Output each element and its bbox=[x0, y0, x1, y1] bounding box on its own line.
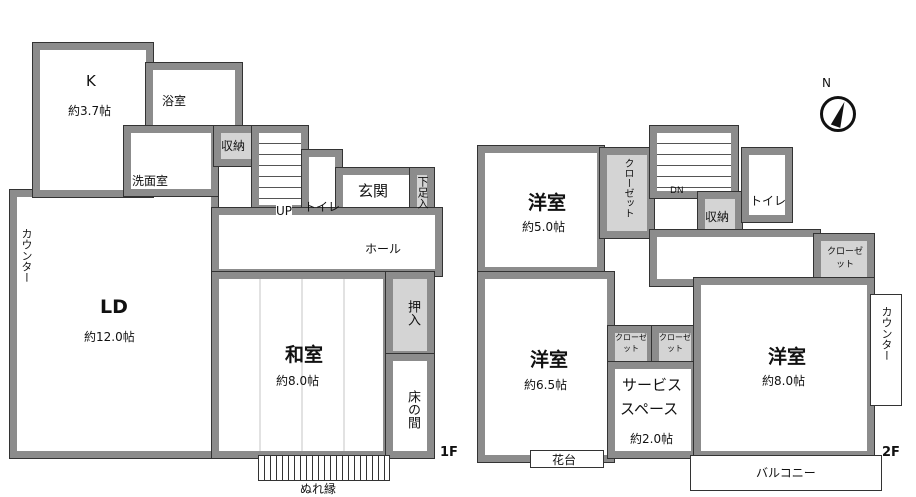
washitsu-area: 約8.0帖 bbox=[276, 374, 320, 388]
washitsu-label: 和室 bbox=[285, 344, 324, 366]
closet-a-label: クローゼット bbox=[622, 158, 633, 218]
flower-stand-label: 花台 bbox=[552, 453, 577, 467]
counter-2f bbox=[870, 294, 902, 406]
floor-1-label: 1F bbox=[440, 445, 458, 460]
service-space-area: 約2.0帖 bbox=[630, 432, 674, 446]
kitchen-label: K bbox=[86, 72, 96, 90]
ld-area: 約12.0帖 bbox=[84, 330, 135, 344]
kitchen-area: 約3.7帖 bbox=[68, 104, 112, 118]
storage-label: 収納 bbox=[221, 139, 246, 153]
veranda-label: ぬれ縁 bbox=[300, 482, 337, 496]
storage-2f-label: 収納 bbox=[705, 210, 730, 224]
service-space-label-1: サービス bbox=[622, 376, 683, 394]
room-b-label: 洋室 bbox=[530, 349, 569, 371]
tokonoma-label: 床の間 bbox=[405, 390, 420, 429]
room-c-label: 洋室 bbox=[768, 346, 807, 368]
hall-label: ホール bbox=[365, 242, 402, 256]
counter-label: カウンター bbox=[20, 228, 33, 283]
stairs-up-label: UP bbox=[276, 204, 293, 218]
service-space bbox=[607, 361, 699, 459]
shoe-storage-label: 下足入 bbox=[416, 176, 429, 209]
room-a-label: 洋室 bbox=[528, 192, 567, 214]
closet-c-label: クローゼット bbox=[615, 333, 647, 353]
washroom-label: 洗面室 bbox=[132, 174, 169, 188]
stairs-dn-label: DN bbox=[670, 186, 684, 196]
compass bbox=[820, 96, 856, 132]
stairs-2f bbox=[649, 125, 739, 199]
oshiire-label: 押入 bbox=[405, 300, 420, 326]
compass-north-label: N bbox=[822, 76, 831, 90]
bath-label: 浴室 bbox=[162, 94, 187, 108]
compass-needle-icon bbox=[830, 100, 850, 128]
veranda bbox=[258, 455, 390, 481]
balcony bbox=[690, 455, 882, 491]
floor-2-label: 2F bbox=[882, 445, 900, 460]
entrance-label: 玄関 bbox=[358, 182, 389, 200]
service-space-label-2: スペース bbox=[620, 400, 679, 418]
hall bbox=[211, 207, 443, 277]
stairs-1f bbox=[251, 125, 309, 213]
closet-c bbox=[607, 325, 655, 369]
toilet-2f-label: トイレ bbox=[750, 194, 787, 208]
closet-d-label: クローゼット bbox=[659, 333, 691, 353]
ld-label: LD bbox=[100, 296, 128, 318]
toilet-2f bbox=[741, 147, 793, 223]
balcony-label: バルコニー bbox=[756, 466, 816, 480]
closet-b-label: クローゼット bbox=[826, 247, 863, 270]
room-b-area: 約6.5帖 bbox=[524, 378, 568, 392]
bathroom bbox=[145, 62, 243, 134]
ld-room bbox=[9, 189, 219, 459]
room-a-area: 約5.0帖 bbox=[522, 220, 566, 234]
kitchen bbox=[32, 42, 154, 198]
toilet-label: トイレ bbox=[304, 200, 341, 214]
tokonoma bbox=[385, 353, 435, 459]
counter-2f-label: カウンター bbox=[880, 306, 893, 361]
flower-stand bbox=[530, 450, 604, 468]
room-c-area: 約8.0帖 bbox=[762, 374, 806, 388]
